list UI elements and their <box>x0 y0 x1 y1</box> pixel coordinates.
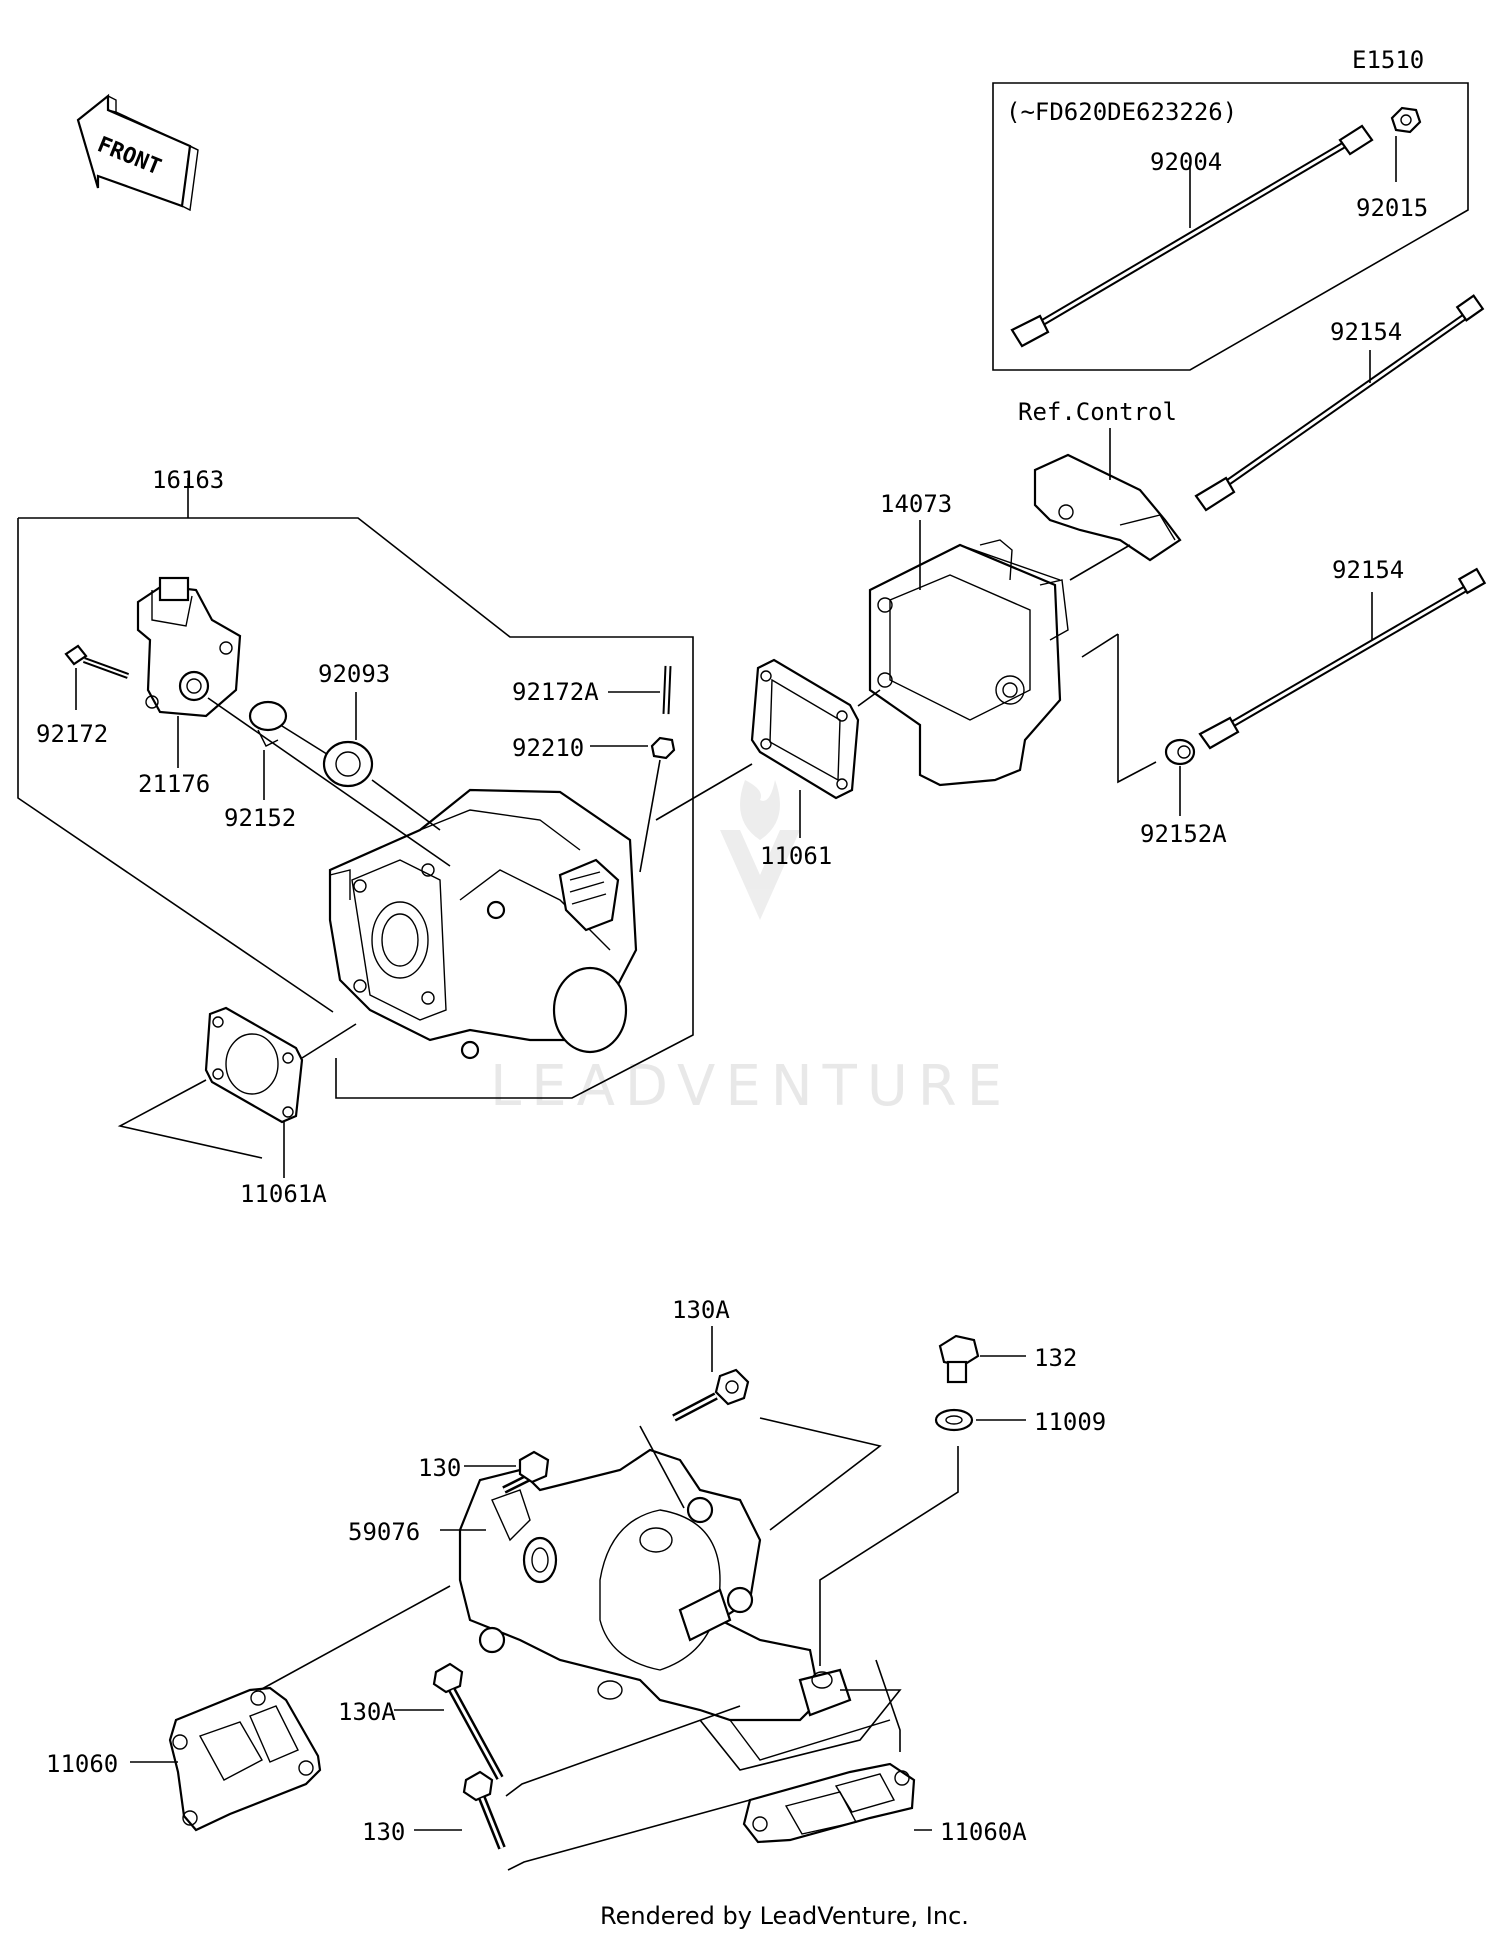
serial-note: (~FD620DE623226) <box>1006 98 1237 126</box>
label-14073: 14073 <box>880 490 952 518</box>
label-11060: 11060 <box>46 1750 118 1778</box>
throttle-body-group-16163: 16163 21176 92172 <box>17 466 694 1099</box>
front-arrow-icon: FRONT <box>76 93 199 212</box>
watermark-text: LEADVENTURE <box>490 1054 1012 1119</box>
label-92210: 92210 <box>512 734 584 762</box>
label-11060A: 11060A <box>940 1818 1027 1846</box>
label-130-top: 130 <box>418 1454 461 1482</box>
label-59076: 59076 <box>348 1518 420 1546</box>
bolt-130A-lower: 130A <box>338 1662 741 1797</box>
adapter-14073: 14073 <box>868 490 1069 787</box>
collar-92152A: 92152A <box>1081 633 1227 848</box>
washer-11009: 11009 <box>819 1408 1106 1666</box>
gasket-11060A: 11060A <box>742 1659 1027 1846</box>
gasket-11061: 11061 <box>655 658 881 870</box>
label-92093: 92093 <box>318 660 390 688</box>
gasket-11061A: 11061A <box>117 1006 357 1208</box>
serial-note-box: (~FD620DE623226) 92004 92015 <box>992 82 1469 371</box>
label-130A-lower: 130A <box>338 1698 396 1726</box>
label-11061A: 11061A <box>240 1180 327 1208</box>
gasket-11060: 11060 <box>46 1585 451 1832</box>
bolt-92154-upper: 92154 <box>1194 294 1485 512</box>
label-11061: 11061 <box>760 842 832 870</box>
label-92172A: 92172A <box>512 678 599 706</box>
label-132: 132 <box>1034 1344 1077 1372</box>
diagram-code: E1510 <box>1352 46 1424 74</box>
label-11009: 11009 <box>1034 1408 1106 1436</box>
label-92152A: 92152A <box>1140 820 1227 848</box>
label-92172: 92172 <box>36 720 108 748</box>
bolt-92154-lower: 92154 <box>1198 556 1487 750</box>
ref-control-bracket: Ref.Control <box>1018 398 1182 581</box>
label-16163: 16163 <box>152 466 224 494</box>
label-92154-upper: 92154 <box>1330 318 1402 346</box>
ref-control-label: Ref.Control <box>1018 398 1177 426</box>
label-21176: 21176 <box>138 770 210 798</box>
footer-credit: Rendered by LeadVenture, Inc. <box>600 1902 969 1930</box>
label-130A-top: 130A <box>672 1296 730 1324</box>
intake-manifold-59076: 59076 <box>348 1417 902 1771</box>
bolt-130-lower: 130 <box>362 1770 751 1871</box>
label-92154-lower: 92154 <box>1332 556 1404 584</box>
bolt-130A-top: 130A <box>672 1296 750 1422</box>
label-92152: 92152 <box>224 804 296 832</box>
label-130-lower: 130 <box>362 1818 405 1846</box>
label-92004: 92004 <box>1150 148 1222 176</box>
leadventure-watermark: LEADVENTURE <box>490 780 1012 1119</box>
label-92015: 92015 <box>1356 194 1428 222</box>
bolt-130-top: 130 <box>418 1450 550 1494</box>
bolt-132: 132 <box>938 1334 1077 1384</box>
